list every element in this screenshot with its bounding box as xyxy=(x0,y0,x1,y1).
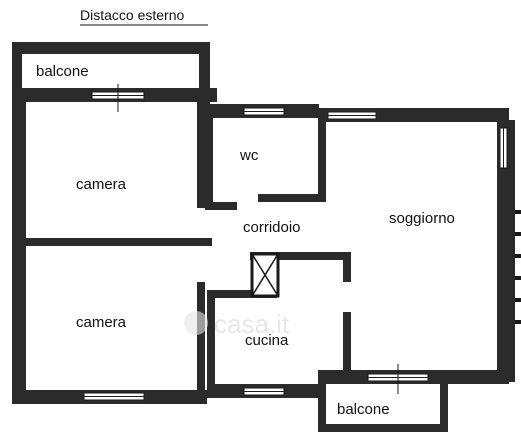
room-label-camera-top: camera xyxy=(76,176,127,193)
room-label-camera-bottom: camera xyxy=(76,314,127,331)
interior-walls xyxy=(26,102,351,400)
watermark-text: casa.it xyxy=(214,309,290,339)
watermark-logo: casa.it xyxy=(184,309,290,339)
room-label-cucina: cucina xyxy=(245,332,289,349)
plan-title: Distacco esterno xyxy=(80,7,184,23)
ventilation-shaft xyxy=(250,252,280,298)
room-label-wc: wc xyxy=(239,147,259,164)
room-label-balcone-bottom: balcone xyxy=(337,401,390,418)
balcone-bottom-outline xyxy=(318,384,448,432)
room-label-soggiorno: soggiorno xyxy=(389,210,455,227)
room-label-corridoio: corridoio xyxy=(243,219,301,236)
staircase-edge xyxy=(515,210,521,324)
balcone-top-outline xyxy=(12,42,210,104)
windows xyxy=(83,84,508,401)
room-label-balcone-top: balcone xyxy=(36,63,89,80)
